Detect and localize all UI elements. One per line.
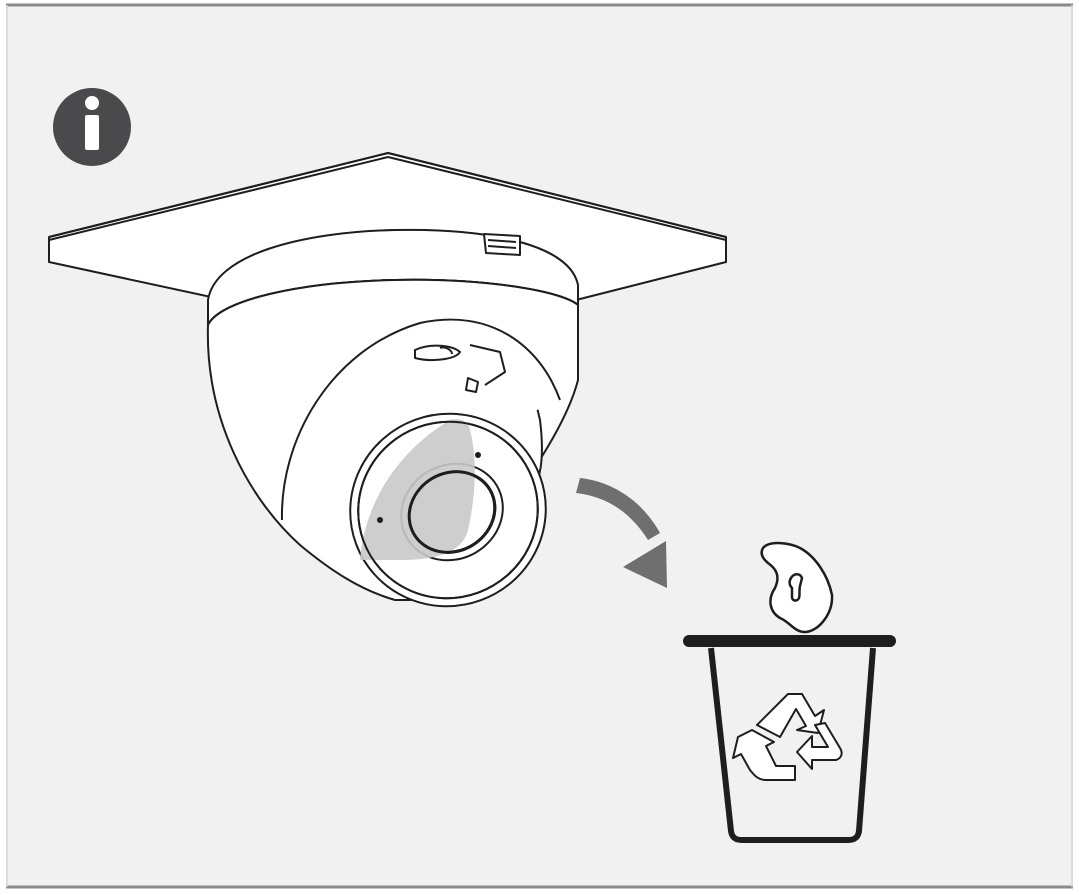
curved-arrow-icon bbox=[576, 478, 667, 588]
info-icon bbox=[53, 88, 131, 166]
recycle-icon bbox=[732, 693, 843, 781]
trash-bin-icon bbox=[683, 635, 896, 843]
film-outline bbox=[357, 420, 539, 600]
protective-film-icon bbox=[760, 541, 834, 634]
indicator-dot bbox=[377, 517, 383, 523]
indicator-dot bbox=[475, 452, 481, 458]
